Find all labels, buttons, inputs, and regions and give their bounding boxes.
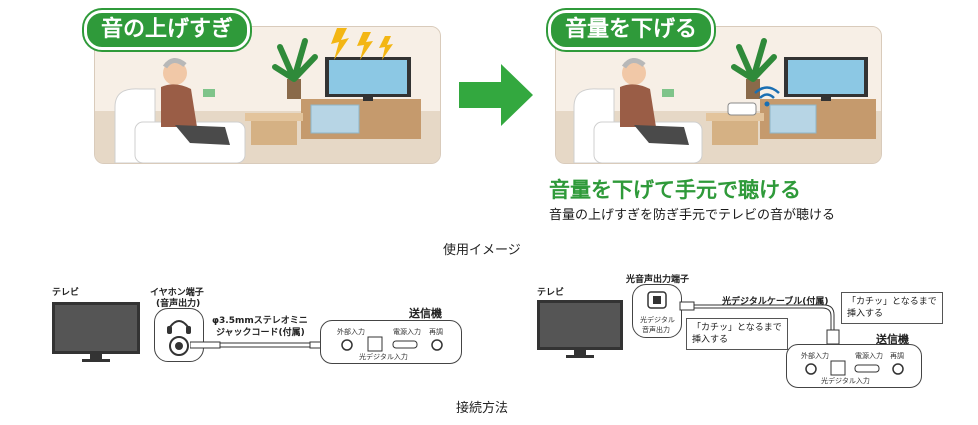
- earphone-label-2: (音声出力): [156, 299, 201, 309]
- r-port-adjust: 再調: [890, 352, 904, 360]
- scene-loud-tv: [94, 26, 441, 164]
- click-callout-right-line2: 挿入する: [847, 309, 884, 319]
- r-port-optical-in: 光デジタル入力: [821, 377, 870, 385]
- left-tv-icon: [52, 302, 140, 362]
- optical-cable-label: 光デジタルケーブル(付属): [722, 297, 829, 307]
- port-optical-in: 光デジタル入力: [359, 353, 408, 361]
- subline: 音量の上げすぎを防ぎ手元でテレビの音が聴ける: [549, 208, 836, 223]
- port-adjust: 再調: [429, 328, 443, 336]
- optical-port-label: 光音声出力端子: [626, 275, 690, 285]
- headphone-icon: [167, 320, 191, 356]
- cord-label-1: φ3.5mmステレオミニ: [212, 316, 308, 326]
- r-port-power-in: 電源入力: [855, 352, 883, 360]
- left-transmitter-ports: [341, 336, 443, 352]
- lower-volume-badge: 音量を下げる: [548, 10, 715, 50]
- left-transmitter: 外部入力 光デジタル入力 電源入力 再調: [320, 320, 462, 364]
- port-ext-in: 外部入力: [337, 328, 365, 336]
- wifi-signal-icon: [754, 86, 780, 107]
- optical-inner-2: 音声出力: [642, 326, 670, 334]
- stereo-mini-cord: [190, 341, 337, 349]
- left-tv-label: テレビ: [52, 288, 80, 298]
- lightning-icon: [331, 28, 393, 60]
- left-transmitter-label: 送信機: [409, 307, 442, 320]
- right-transmitter-ports: [805, 360, 904, 376]
- click-callout-left-line2: 挿入する: [692, 335, 729, 345]
- port-power-in: 電源入力: [393, 328, 421, 336]
- caption-usage: 使用イメージ: [443, 243, 521, 258]
- r-port-ext-in: 外部入力: [801, 352, 829, 360]
- click-callout-left: 「カチッ」となるまで 挿入する: [686, 318, 788, 350]
- optical-cable: [679, 301, 840, 345]
- loud-badge: 音の上げすぎ: [84, 10, 251, 50]
- optical-inner-1: 光デジタル: [640, 316, 675, 324]
- optical-port-icon: [647, 291, 667, 309]
- scene-quiet-illustration: [573, 38, 876, 163]
- cord-label-2: ジャックコード(付属): [216, 328, 305, 338]
- right-tv-icon: [537, 300, 623, 358]
- headline: 音量を下げて手元で聴ける: [549, 178, 801, 202]
- right-tv-label: テレビ: [537, 288, 565, 298]
- caption-connection: 接続方法: [456, 401, 509, 416]
- arrow-right-icon: [459, 64, 533, 126]
- right-transmitter: 外部入力 光デジタル入力 電源入力 再調: [786, 344, 922, 388]
- scene-loud-illustration: [114, 38, 421, 163]
- earphone-port-box: [154, 308, 204, 362]
- right-transmitter-label: 送信機: [876, 333, 909, 346]
- click-callout-left-line1: 「カチッ」となるまで: [692, 323, 782, 333]
- optical-port-box: 光デジタル 音声出力: [632, 284, 682, 338]
- click-callout-right: 「カチッ」となるまで 挿入する: [841, 292, 943, 324]
- earphone-label-1: イヤホン端子: [150, 288, 204, 298]
- click-callout-right-line1: 「カチッ」となるまで: [847, 297, 937, 307]
